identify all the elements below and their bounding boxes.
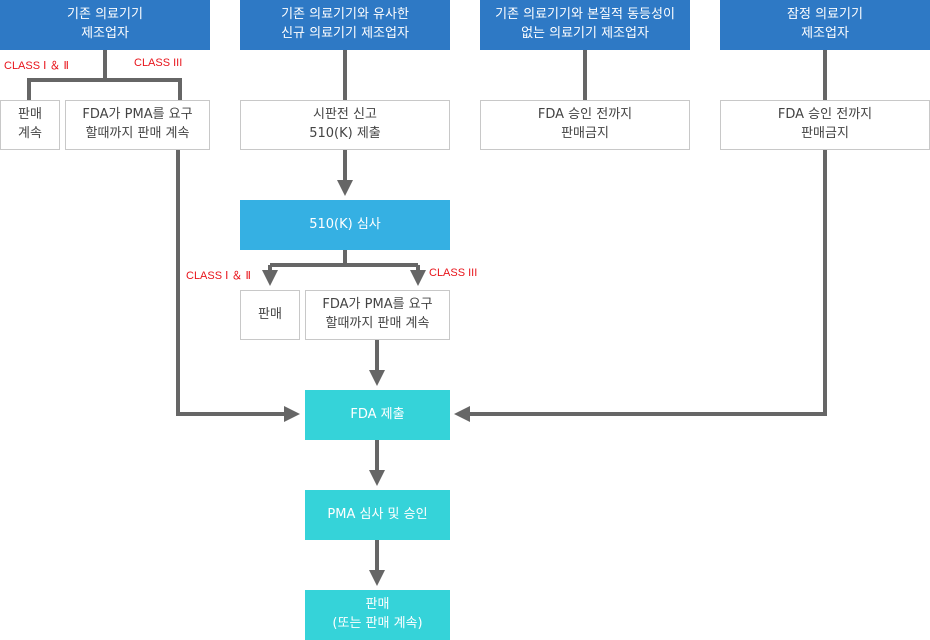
- box-final-sale: 판매 (또는 판매 계속): [305, 590, 450, 640]
- header-no-equivalence-manufacturer: 기존 의료기기와 본질적 동등성이 없는 의료기기 제조업자: [480, 0, 690, 50]
- class-label-3-top: CLASS III: [134, 57, 183, 69]
- box-ban-until-approval-col3: FDA 승인 전까지 판매금지: [480, 100, 690, 150]
- header-existing-manufacturer: 기존 의료기기 제조업자: [0, 0, 210, 50]
- header-provisional-manufacturer: 잠정 의료기기 제조업자: [720, 0, 930, 50]
- box-fda-submission: FDA 제출: [305, 390, 450, 440]
- box-sell-continue: 판매 계속: [0, 100, 60, 150]
- class-label-1-2-top: CLASS Ⅰ ＆ Ⅱ: [4, 60, 69, 72]
- connector-left-to-fda: [176, 150, 300, 422]
- header-similar-new-manufacturer: 기존 의료기기와 유사한 신규 의료기기 제조업자: [240, 0, 450, 50]
- box-510k-review: 510(K) 심사: [240, 200, 450, 250]
- box-sell-until-pma-left: FDA가 PMA를 요구 할때까지 판매 계속: [65, 100, 210, 150]
- connector-existing-split: [27, 50, 182, 100]
- connector-right-to-fda: [454, 150, 827, 422]
- class-label-3-mid: CLASS III: [429, 267, 478, 279]
- box-ban-until-approval-col4: FDA 승인 전까지 판매금지: [720, 100, 930, 150]
- connector-review-split: [270, 250, 418, 267]
- box-premarket-notification: 시판전 신고 510(K) 제출: [240, 100, 450, 150]
- class-label-1-2-mid: CLASS Ⅰ ＆ Ⅱ: [186, 270, 251, 282]
- box-pma-review-approval: PMA 심사 및 승인: [305, 490, 450, 540]
- box-sell-until-pma-mid: FDA가 PMA를 요구 할때까지 판매 계속: [305, 290, 450, 340]
- box-sell-mid: 판매: [240, 290, 300, 340]
